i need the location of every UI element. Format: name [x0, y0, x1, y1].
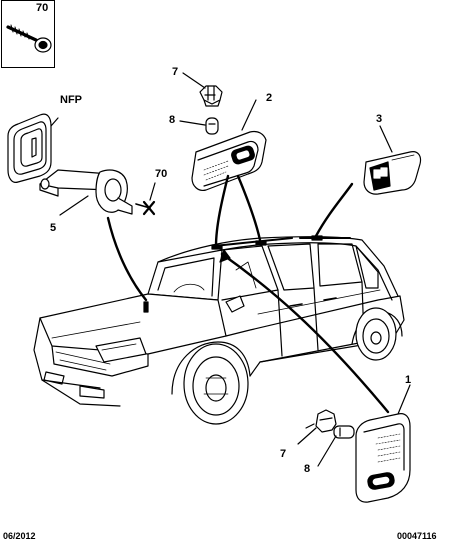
footer-reference: 00047116 [397, 531, 437, 541]
grommet-icon [7, 113, 59, 183]
callout-nfp: NFP [60, 94, 82, 106]
estate-car-icon [33, 235, 405, 425]
bulb-icon [205, 117, 219, 135]
bulb-holder-bottom-icon [305, 409, 337, 433]
callout-8-top: 8 [169, 114, 176, 126]
callout-3: 3 [376, 113, 383, 125]
interior-lamp-rear-icon [363, 151, 422, 195]
screw-icon [6, 24, 52, 53]
bulb-holder-icon [199, 85, 223, 107]
interior-lamp-boot-icon [355, 413, 411, 503]
screw-mark-icon [142, 200, 156, 216]
interior-lamp-front-icon [191, 130, 267, 191]
door-switch-icon [39, 169, 151, 215]
callout-8-bottom: 8 [304, 463, 311, 475]
callout-7-top: 7 [172, 66, 179, 78]
callout-70: 70 [155, 168, 168, 180]
footer-date: 06/2012 [3, 531, 36, 541]
callout-2: 2 [266, 92, 273, 104]
callout-5: 5 [50, 222, 57, 234]
bulb-bottom-icon [333, 425, 355, 439]
callout-1: 1 [405, 374, 412, 386]
callout-7-bottom: 7 [280, 448, 287, 460]
reference-screw-box [1, 0, 55, 68]
callout-screw-ref: 70 [36, 2, 49, 14]
